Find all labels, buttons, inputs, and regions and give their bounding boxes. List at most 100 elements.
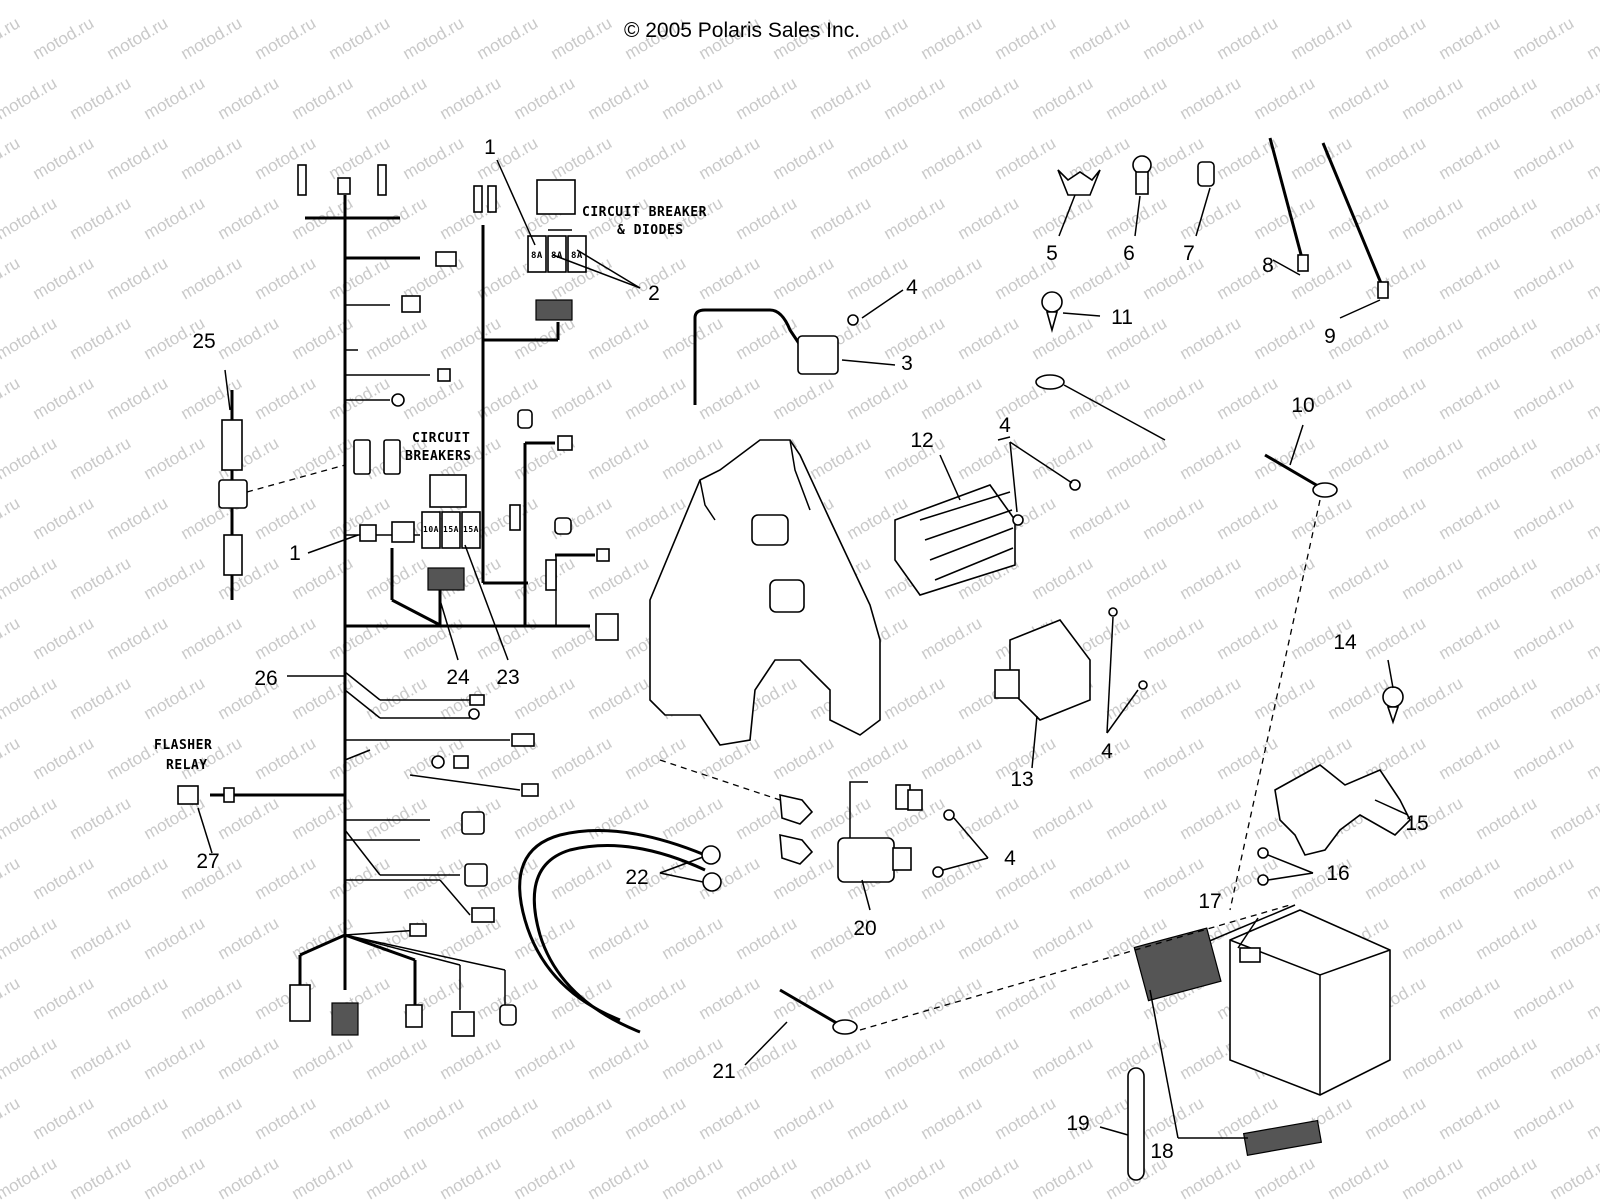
watermark-text: motod.ru bbox=[1547, 793, 1600, 843]
watermark-text: motod.ru bbox=[1214, 733, 1282, 783]
battery bbox=[1133, 904, 1391, 1156]
watermark-text: motod.ru bbox=[733, 313, 801, 363]
watermark-text: motod.ru bbox=[585, 553, 653, 603]
watermark-text: motod.ru bbox=[104, 1093, 172, 1143]
watermark-text: motod.ru bbox=[1103, 793, 1171, 843]
watermark-text: motod.ru bbox=[1473, 1153, 1541, 1200]
watermark-text: motod.ru bbox=[1399, 913, 1467, 963]
callout-19: 19 bbox=[1066, 1112, 1089, 1135]
watermark-text: motod.ru bbox=[1547, 553, 1600, 603]
watermark-text: motod.ru bbox=[585, 1033, 653, 1083]
label-circuit-breaker-diodes-1: CIRCUIT BREAKER bbox=[582, 205, 707, 220]
watermark-text: motod.ru bbox=[807, 1153, 875, 1200]
copyright-text: © 2005 Polaris Sales Inc. bbox=[624, 19, 860, 42]
watermark-text: motod.ru bbox=[0, 793, 60, 843]
watermark-text: motod.ru bbox=[252, 13, 320, 63]
callout-15: 15 bbox=[1405, 812, 1428, 835]
watermark-text: motod.ru bbox=[881, 913, 949, 963]
watermark-text: motod.ru bbox=[1362, 13, 1430, 63]
watermark-text: motod.ru bbox=[1251, 313, 1319, 363]
watermark-text: motod.ru bbox=[178, 373, 246, 423]
watermark-text: motod.ru bbox=[1066, 973, 1134, 1023]
watermark-text: motod.ru bbox=[992, 973, 1060, 1023]
callout-7: 7 bbox=[1183, 242, 1195, 265]
watermark-text: motod.ru bbox=[770, 373, 838, 423]
watermark-text: motod.ru bbox=[1584, 853, 1600, 903]
callout-16: 16 bbox=[1326, 862, 1349, 885]
fuse-label-15a-2: 15A bbox=[463, 525, 479, 534]
watermark-text: motod.ru bbox=[104, 493, 172, 543]
watermark-text: motod.ru bbox=[844, 733, 912, 783]
watermark-text: motod.ru bbox=[104, 853, 172, 903]
watermark-text: motod.ru bbox=[252, 133, 320, 183]
watermark-text: motod.ru bbox=[363, 313, 431, 363]
watermark-text: motod.ru bbox=[141, 0, 209, 3]
watermark-text: motod.ru bbox=[289, 1153, 357, 1200]
watermark-text: motod.ru bbox=[1029, 793, 1097, 843]
watermark-text: motod.ru bbox=[733, 0, 801, 3]
watermark-text: motod.ru bbox=[178, 1093, 246, 1143]
watermark-text: motod.ru bbox=[622, 133, 690, 183]
starter-solenoid bbox=[659, 759, 955, 883]
watermark-text: motod.ru bbox=[1103, 193, 1171, 243]
watermark-text: motod.ru bbox=[30, 733, 98, 783]
watermark-text: motod.ru bbox=[1473, 793, 1541, 843]
watermark-text: motod.ru bbox=[955, 73, 1023, 123]
watermark-text: motod.ru bbox=[622, 973, 690, 1023]
watermark-text: motod.ru bbox=[326, 253, 394, 303]
watermark-text: motod.ru bbox=[0, 853, 23, 903]
watermark-text: motod.ru bbox=[1436, 613, 1504, 663]
watermark-text: motod.ru bbox=[1325, 1153, 1393, 1200]
watermark-text: motod.ru bbox=[0, 13, 23, 63]
watermark-text: motod.ru bbox=[1399, 1153, 1467, 1200]
watermark-text: motod.ru bbox=[215, 913, 283, 963]
watermark-text: motod.ru bbox=[807, 433, 875, 483]
watermark-text: motod.ru bbox=[30, 253, 98, 303]
watermark-text: motod.ru bbox=[918, 973, 986, 1023]
callout-23: 23 bbox=[496, 666, 519, 689]
watermark-text: motod.ru bbox=[548, 13, 616, 63]
watermark-text: motod.ru bbox=[326, 613, 394, 663]
watermark-text: motod.ru bbox=[807, 73, 875, 123]
watermark-text: motod.ru bbox=[1510, 853, 1578, 903]
watermark-text: motod.ru bbox=[0, 1033, 60, 1083]
callout-10: 10 bbox=[1291, 394, 1314, 417]
watermark-text: motod.ru bbox=[1584, 973, 1600, 1023]
watermark-text: motod.ru bbox=[104, 13, 172, 63]
watermark-text: motod.ru bbox=[30, 613, 98, 663]
switch-assembly bbox=[693, 308, 859, 405]
watermark-text: motod.ru bbox=[1547, 913, 1600, 963]
callout-13: 13 bbox=[1010, 768, 1033, 791]
watermark-text: motod.ru bbox=[1436, 853, 1504, 903]
callout-11: 11 bbox=[1111, 306, 1133, 329]
watermark-text: motod.ru bbox=[918, 733, 986, 783]
watermark-text: motod.ru bbox=[1177, 73, 1245, 123]
watermark-text: motod.ru bbox=[1177, 193, 1245, 243]
watermark-text: motod.ru bbox=[141, 1033, 209, 1083]
watermark-text: motod.ru bbox=[437, 313, 505, 363]
watermark-text: motod.ru bbox=[992, 133, 1060, 183]
watermark-text: motod.ru bbox=[585, 0, 653, 3]
watermark-text: motod.ru bbox=[437, 1033, 505, 1083]
watermark-text: motod.ru bbox=[1399, 313, 1467, 363]
watermark-text: motod.ru bbox=[1325, 673, 1393, 723]
watermark-text: motod.ru bbox=[659, 313, 727, 363]
watermark-text: motod.ru bbox=[733, 73, 801, 123]
watermark-text: motod.ru bbox=[1399, 553, 1467, 603]
watermark-text: motod.ru bbox=[955, 193, 1023, 243]
watermark-text: motod.ru bbox=[1103, 433, 1171, 483]
watermark-text: motod.ru bbox=[67, 313, 135, 363]
wiring-harness bbox=[177, 164, 619, 1037]
watermark-text: motod.ru bbox=[1362, 613, 1430, 663]
watermark-text: motod.ru bbox=[30, 1093, 98, 1143]
watermark-text: motod.ru bbox=[141, 73, 209, 123]
watermark-text: motod.ru bbox=[1325, 73, 1393, 123]
callout-27: 27 bbox=[196, 850, 219, 873]
watermark-text: motod.ru bbox=[992, 1093, 1060, 1143]
watermark-text: motod.ru bbox=[1288, 493, 1356, 543]
watermark-text: motod.ru bbox=[474, 613, 542, 663]
watermark-text: motod.ru bbox=[178, 13, 246, 63]
watermark-text: motod.ru bbox=[1399, 433, 1467, 483]
label-circuit-breaker-diodes-2: & DIODES bbox=[617, 223, 684, 238]
watermark-text: motod.ru bbox=[1029, 313, 1097, 363]
